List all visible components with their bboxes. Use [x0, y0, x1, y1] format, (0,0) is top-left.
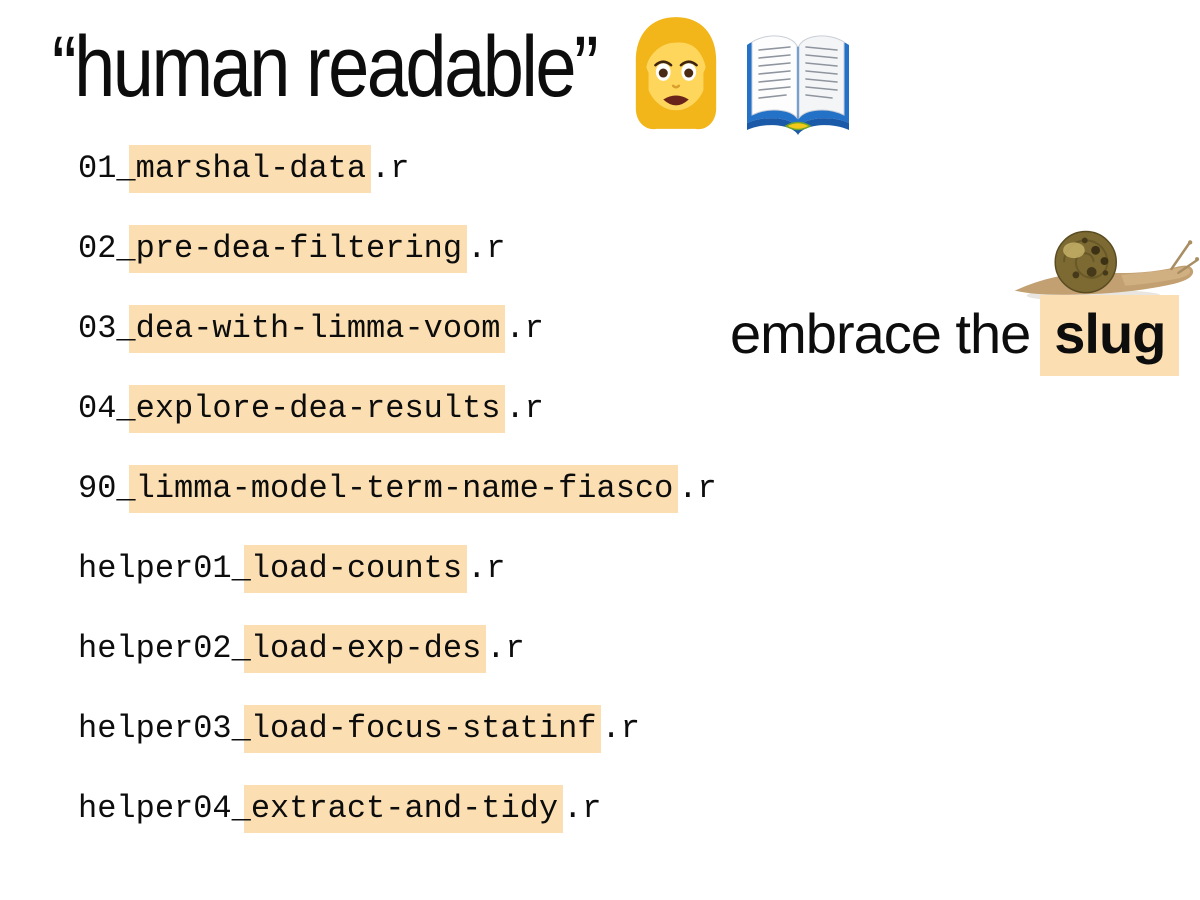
file-slug: extract-and-tidy — [243, 785, 564, 833]
caption-slug-highlight: slug — [1040, 295, 1180, 376]
file-extension: .r — [467, 230, 506, 267]
file-list-item: 01_marshal-data.r — [78, 145, 717, 230]
file-extension: .r — [505, 310, 544, 347]
file-slug: pre-dea-filtering — [128, 225, 468, 273]
file-prefix: 02_ — [78, 230, 136, 267]
file-slug: limma-model-term-name-fiasco — [128, 465, 679, 513]
caption-text: embrace the — [730, 302, 1031, 365]
file-extension: .r — [505, 390, 544, 427]
file-slug: dea-with-limma-voom — [128, 305, 506, 353]
file-prefix: helper04_ — [78, 790, 251, 827]
file-list-item: 04_explore-dea-results.r — [78, 385, 717, 470]
file-list-item: 90_limma-model-term-name-fiasco.r — [78, 465, 717, 550]
file-slug: load-exp-des — [243, 625, 487, 673]
file-prefix: 04_ — [78, 390, 136, 427]
file-prefix: 03_ — [78, 310, 136, 347]
file-list-item: 02_pre-dea-filtering.r — [78, 225, 717, 310]
file-prefix: 90_ — [78, 470, 136, 507]
file-list: 01_marshal-data.r 02_pre-dea-filtering.r… — [78, 145, 717, 870]
file-extension: .r — [371, 150, 410, 187]
file-slug: load-counts — [243, 545, 468, 593]
file-slug: marshal-data — [128, 145, 372, 193]
file-extension: .r — [678, 470, 717, 507]
file-list-item: 03_dea-with-limma-voom.r — [78, 305, 717, 390]
file-prefix: helper01_ — [78, 550, 251, 587]
file-extension: .r — [486, 630, 525, 667]
open-book-icon — [747, 35, 849, 135]
file-slug: explore-dea-results — [128, 385, 506, 433]
file-extension: .r — [467, 550, 506, 587]
file-list-item: helper04_extract-and-tidy.r — [78, 785, 717, 870]
file-prefix: 01_ — [78, 150, 136, 187]
file-list-item: helper03_load-focus-statinf.r — [78, 705, 717, 790]
file-prefix: helper02_ — [78, 630, 251, 667]
file-extension: .r — [601, 710, 640, 747]
page-title: “human readable” — [52, 18, 599, 115]
woman-emoji — [635, 17, 717, 130]
file-extension: .r — [563, 790, 602, 827]
file-list-item: helper01_load-counts.r — [78, 545, 717, 630]
file-prefix: helper03_ — [78, 710, 251, 747]
file-slug: load-focus-statinf — [243, 705, 602, 753]
file-list-item: helper02_load-exp-des.r — [78, 625, 717, 710]
